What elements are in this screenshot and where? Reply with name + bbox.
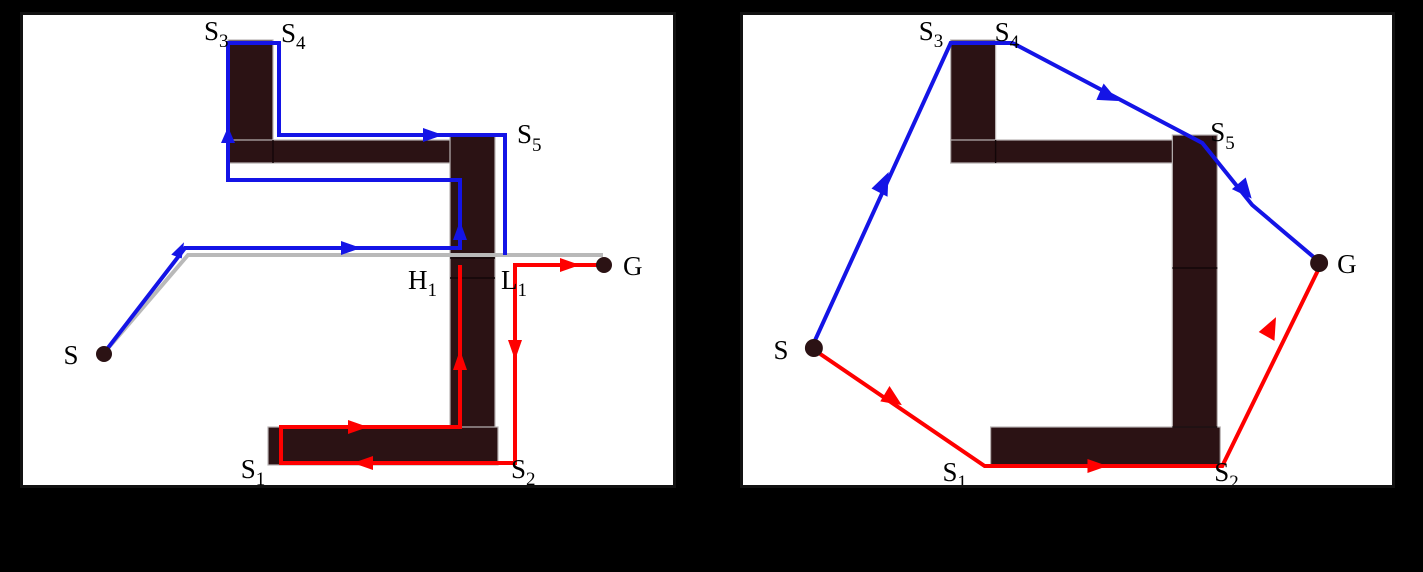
blue-arrowhead-3 bbox=[1231, 177, 1252, 199]
label-s3-sub-right: 3 bbox=[934, 31, 943, 52]
label-s1-sub-left: 1 bbox=[256, 469, 266, 485]
label-start-left: S bbox=[63, 340, 78, 370]
red-arrowhead-1 bbox=[880, 385, 902, 406]
label-s4-sub-left: 4 bbox=[296, 33, 306, 54]
gray-reference-line bbox=[102, 253, 603, 355]
label-s1-sub-right: 1 bbox=[957, 472, 966, 485]
label-s5-sub-left: 5 bbox=[532, 135, 542, 156]
obstacle-bar-bottom bbox=[990, 426, 1221, 466]
blue-path-group-left bbox=[102, 41, 507, 355]
svg-text:S2: S2 bbox=[1214, 457, 1238, 485]
svg-text:S1: S1 bbox=[942, 457, 966, 485]
label-s5-right: S bbox=[1210, 117, 1225, 147]
start-node-dot-right bbox=[804, 339, 823, 357]
label-start-right: S bbox=[773, 335, 788, 365]
red-path-group-left bbox=[279, 258, 603, 470]
red-arrowhead-4 bbox=[348, 420, 368, 434]
label-s4-sub-right: 4 bbox=[1010, 32, 1020, 53]
svg-text:S2: S2 bbox=[511, 454, 536, 485]
left-panel-canvas: S G S1 S2 S3 S4 S5 H1 bbox=[63, 16, 642, 485]
label-s2-sub-left: 2 bbox=[526, 469, 536, 485]
label-s1-right: S bbox=[942, 457, 957, 485]
label-s2-left: S bbox=[511, 454, 526, 484]
label-s2-sub-right: 2 bbox=[1229, 472, 1238, 485]
label-goal-right: G bbox=[1337, 249, 1356, 279]
blue-arrowhead-4 bbox=[221, 127, 235, 143]
blue-path-right bbox=[811, 41, 1319, 346]
label-s5-left: S bbox=[517, 119, 532, 149]
red-arrowhead-3 bbox=[1258, 317, 1277, 341]
red-arrowhead-1 bbox=[560, 258, 580, 272]
red-arrowhead-2 bbox=[1087, 459, 1108, 473]
label-h1-sub-left: 1 bbox=[428, 280, 438, 301]
label-group-left: S G S1 S2 S3 S4 S5 H1 bbox=[63, 16, 642, 485]
label-s3-left: S bbox=[204, 16, 219, 46]
red-arrowhead-2 bbox=[508, 340, 522, 360]
red-arrowhead-3 bbox=[353, 456, 373, 470]
blue-arrowhead-5 bbox=[423, 128, 443, 142]
red-arrowhead-5 bbox=[453, 350, 467, 370]
red-path-group-right bbox=[814, 265, 1322, 473]
svg-text:S4: S4 bbox=[281, 18, 306, 54]
svg-text:S5: S5 bbox=[517, 119, 542, 156]
label-s4-right: S bbox=[995, 17, 1010, 47]
obstacle-bar-vertical bbox=[449, 134, 496, 451]
blue-arrowhead-3 bbox=[453, 221, 467, 240]
svg-text:S4: S4 bbox=[995, 17, 1020, 53]
obstacle-bar-bottom bbox=[267, 426, 499, 466]
obstacle-bar-horizontal bbox=[950, 139, 1196, 164]
right-panel-canvas: S G S1 S2 S3 S4 S5 bbox=[773, 16, 1356, 485]
blue-arrowhead-2 bbox=[1096, 83, 1119, 101]
svg-text:H1: H1 bbox=[408, 265, 437, 301]
label-s1-left: S bbox=[241, 454, 256, 484]
start-node-dot-left bbox=[96, 346, 112, 362]
obstacle-bar-vertical bbox=[1171, 134, 1218, 451]
label-l1-sub-left: 1 bbox=[518, 280, 528, 301]
svg-text:S3: S3 bbox=[204, 16, 229, 52]
label-group-right: S G S1 S2 S3 S4 S5 bbox=[773, 16, 1356, 485]
svg-text:S3: S3 bbox=[919, 16, 943, 52]
label-s3-right: S bbox=[919, 16, 934, 46]
left-panel: S G S1 S2 S3 S4 S5 H1 bbox=[20, 12, 676, 488]
label-goal-left: G bbox=[623, 251, 643, 281]
svg-text:S1: S1 bbox=[241, 454, 266, 485]
label-l1-left: L bbox=[501, 265, 518, 295]
label-s5-sub-right: 5 bbox=[1225, 133, 1234, 154]
obstacle-group-left bbox=[227, 39, 499, 466]
right-panel: S G S1 S2 S3 S4 S5 bbox=[740, 12, 1395, 488]
blue-arrowhead-1 bbox=[871, 172, 889, 197]
label-s3-sub-left: 3 bbox=[219, 31, 229, 52]
label-h1-left: H bbox=[408, 265, 428, 295]
label-s2-right: S bbox=[1214, 457, 1229, 485]
label-s4-left: S bbox=[281, 18, 296, 48]
blue-path-group-right bbox=[811, 41, 1319, 346]
blue-arrowhead-1 bbox=[171, 242, 185, 259]
blue-path-left bbox=[102, 41, 507, 355]
goal-node-dot-left bbox=[596, 257, 612, 273]
svg-text:S5: S5 bbox=[1210, 117, 1234, 154]
svg-text:L1: L1 bbox=[501, 265, 527, 301]
obstacle-bar-horizontal bbox=[227, 139, 474, 164]
blue-arrowhead-2 bbox=[341, 241, 361, 255]
red-path-left bbox=[279, 263, 603, 465]
obstacle-group-right bbox=[950, 39, 1221, 466]
goal-node-dot-right bbox=[1310, 254, 1329, 272]
